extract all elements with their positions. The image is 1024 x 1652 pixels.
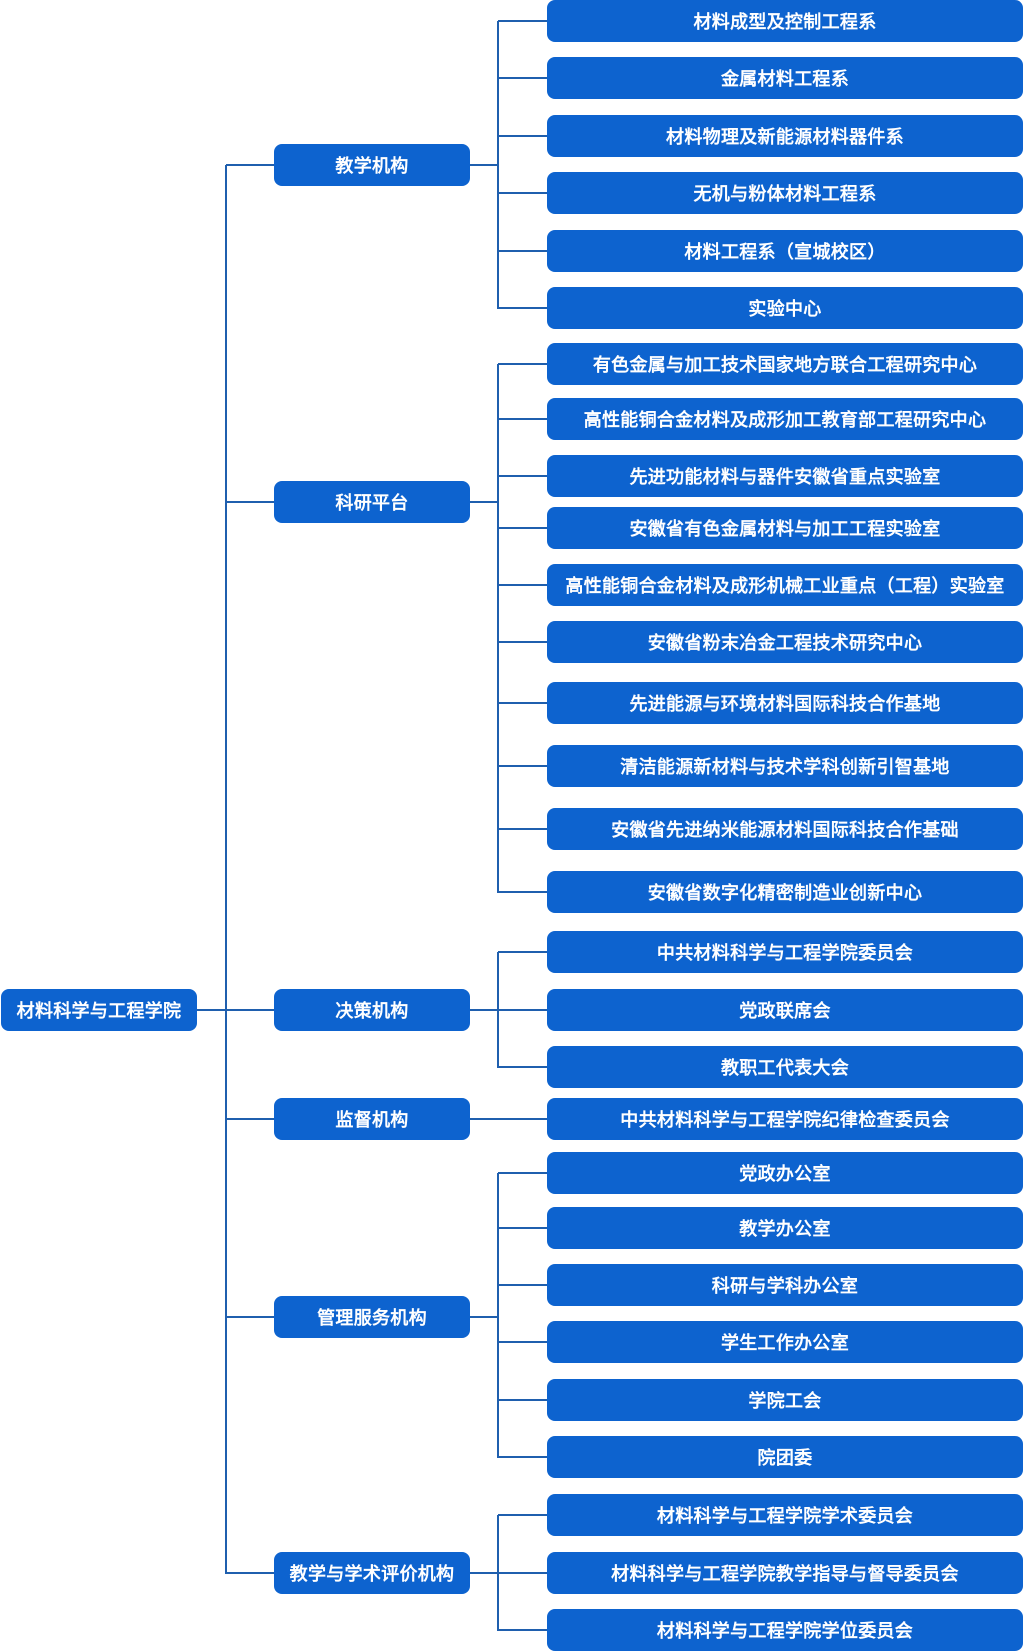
child-connector [498, 250, 547, 252]
child-node: 高性能铜合金材料及成形机械工业重点（工程）实验室 [547, 564, 1023, 606]
group-connector [226, 1572, 274, 1574]
child-node: 材料物理及新能源材料器件系 [547, 115, 1023, 157]
group-connector [226, 164, 274, 166]
group-node: 科研平台 [274, 481, 470, 523]
group-node: 决策机构 [274, 989, 470, 1031]
level2-spine [497, 1173, 499, 1458]
child-node: 学院工会 [547, 1379, 1023, 1421]
child-node: 清洁能源新材料与技术学科创新引智基地 [547, 745, 1023, 787]
group-node: 教学与学术评价机构 [274, 1552, 470, 1594]
child-node: 安徽省有色金属材料与加工工程实验室 [547, 507, 1023, 549]
child-node: 高性能铜合金材料及成形加工教育部工程研究中心 [547, 398, 1023, 440]
child-node: 材料科学与工程学院学位委员会 [547, 1609, 1023, 1651]
child-connector [498, 891, 547, 893]
child-node: 学生工作办公室 [547, 1321, 1023, 1363]
child-node: 实验中心 [547, 287, 1023, 329]
child-node: 先进功能材料与器件安徽省重点实验室 [547, 455, 1023, 497]
group-out-connector [470, 501, 498, 503]
child-node: 教职工代表大会 [547, 1046, 1023, 1088]
child-node: 材料科学与工程学院教学指导与督导委员会 [547, 1552, 1023, 1594]
child-connector [498, 1572, 547, 1574]
group-node: 管理服务机构 [274, 1296, 470, 1338]
child-connector [498, 1341, 547, 1343]
group-connector [226, 1009, 274, 1011]
child-connector [498, 641, 547, 643]
child-node: 党政办公室 [547, 1152, 1023, 1194]
child-connector [498, 1172, 547, 1174]
level2-spine [497, 21, 499, 309]
child-node: 金属材料工程系 [547, 57, 1023, 99]
child-connector [498, 135, 547, 137]
child-connector [498, 1009, 547, 1011]
child-connector [498, 1514, 547, 1516]
root-node: 材料科学与工程学院 [1, 989, 197, 1031]
child-connector [498, 192, 547, 194]
child-node: 有色金属与加工技术国家地方联合工程研究中心 [547, 343, 1023, 385]
child-connector [498, 418, 547, 420]
child-node: 无机与粉体材料工程系 [547, 172, 1023, 214]
child-connector [498, 363, 547, 365]
child-connector [498, 475, 547, 477]
child-connector [498, 951, 547, 953]
child-node: 党政联席会 [547, 989, 1023, 1031]
child-connector [498, 527, 547, 529]
level1-spine [225, 165, 227, 1574]
group-out-connector [470, 1009, 498, 1011]
child-node: 安徽省先进纳米能源材料国际科技合作基础 [547, 808, 1023, 850]
child-connector [498, 20, 547, 22]
child-connector [498, 1284, 547, 1286]
child-connector [498, 1629, 547, 1631]
group-connector [226, 1316, 274, 1318]
child-connector [498, 702, 547, 704]
child-node: 材料科学与工程学院学术委员会 [547, 1494, 1023, 1536]
level2-spine [497, 364, 499, 893]
child-connector [498, 828, 547, 830]
child-connector [498, 307, 547, 309]
child-node: 科研与学科办公室 [547, 1264, 1023, 1306]
child-connector [498, 765, 547, 767]
group-out-connector [470, 1316, 498, 1318]
child-connector [498, 1456, 547, 1458]
child-connector [470, 1118, 547, 1120]
child-connector [498, 77, 547, 79]
group-connector [226, 1118, 274, 1120]
child-node: 安徽省粉末冶金工程技术研究中心 [547, 621, 1023, 663]
child-connector [498, 1066, 547, 1068]
group-out-connector [470, 1572, 498, 1574]
child-node: 材料工程系（宣城校区） [547, 230, 1023, 272]
group-node: 教学机构 [274, 144, 470, 186]
child-connector [498, 1399, 547, 1401]
child-node: 中共材料科学与工程学院纪律检查委员会 [547, 1098, 1023, 1140]
child-node: 材料成型及控制工程系 [547, 0, 1023, 42]
group-out-connector [470, 164, 498, 166]
child-node: 中共材料科学与工程学院委员会 [547, 931, 1023, 973]
child-connector [498, 584, 547, 586]
group-node: 监督机构 [274, 1098, 470, 1140]
child-node: 教学办公室 [547, 1207, 1023, 1249]
group-connector [226, 501, 274, 503]
root-connector [197, 1009, 226, 1011]
child-node: 安徽省数字化精密制造业创新中心 [547, 871, 1023, 913]
child-node: 先进能源与环境材料国际科技合作基地 [547, 682, 1023, 724]
child-node: 院团委 [547, 1436, 1023, 1478]
child-connector [498, 1227, 547, 1229]
